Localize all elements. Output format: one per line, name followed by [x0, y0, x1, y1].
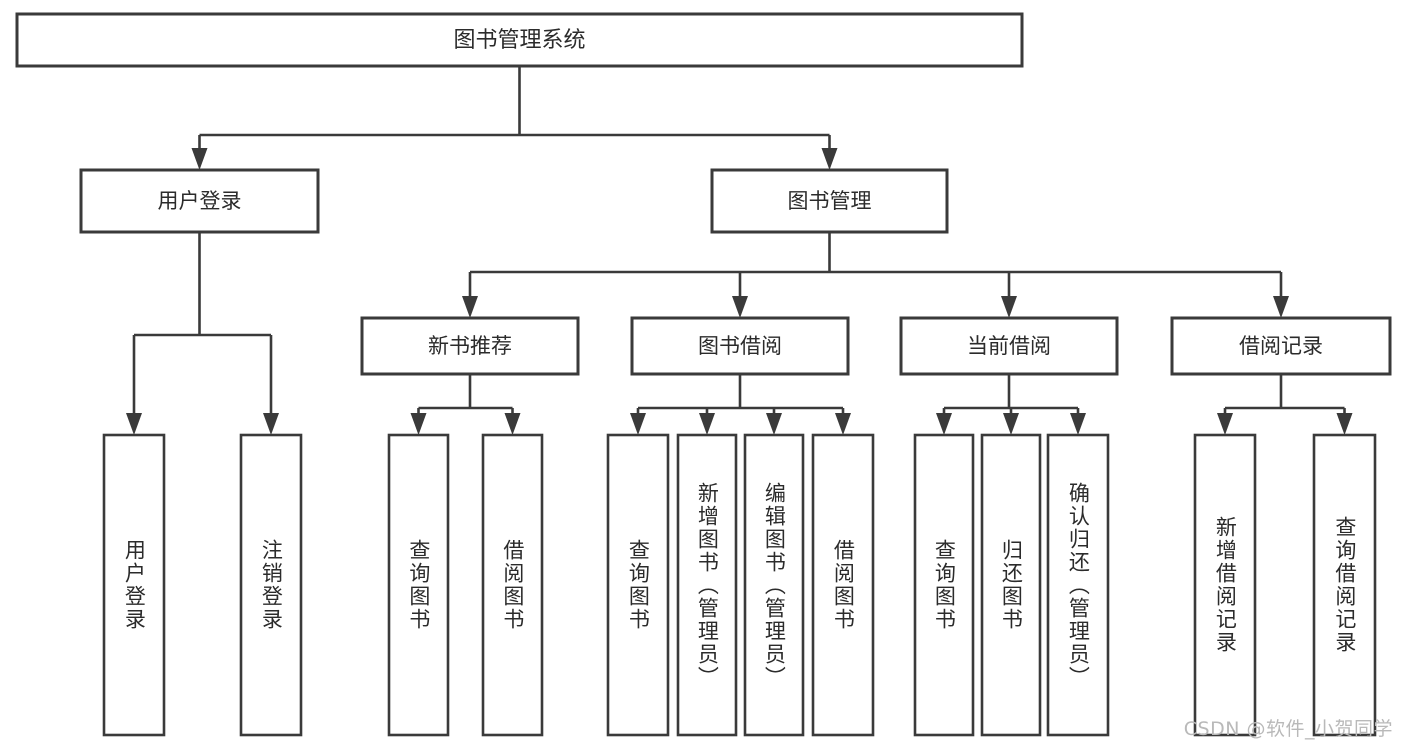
node-leaf-box[interactable] [387, 433, 450, 737]
node-level3-label: 借阅记录 [1239, 334, 1323, 358]
arrow-head-icon [1217, 413, 1233, 435]
node-leaf-box[interactable] [1312, 433, 1377, 737]
arrow-head-icon [936, 413, 952, 435]
node-box-layer [15, 12, 1392, 737]
arrow-head-icon [766, 413, 782, 435]
arrow-head-icon [263, 413, 279, 435]
arrow-head-icon [1001, 296, 1017, 318]
node-level2-box[interactable] [710, 168, 949, 234]
node-level3-box[interactable] [360, 316, 580, 376]
node-leaf-box[interactable] [1046, 433, 1110, 737]
connector-layer [126, 66, 1353, 435]
arrow-head-icon [1336, 413, 1353, 435]
arrow-head-icon [462, 296, 478, 318]
node-leaf-box[interactable] [980, 433, 1042, 737]
node-leaf-box[interactable] [102, 433, 166, 737]
arrow-head-icon [1003, 413, 1019, 435]
arrow-head-icon [191, 148, 208, 170]
arrow-head-icon [699, 413, 715, 435]
node-level3-box[interactable] [630, 316, 850, 376]
node-level3-box[interactable] [1170, 316, 1392, 376]
node-level2-box[interactable] [79, 168, 320, 234]
arrow-head-icon [1273, 296, 1289, 318]
node-leaf-box[interactable] [239, 433, 303, 737]
node-level3-label: 当前借阅 [967, 334, 1051, 358]
node-level2-label: 图书管理 [788, 189, 872, 213]
node-level2-label: 用户登录 [158, 189, 242, 213]
arrow-head-icon [732, 296, 748, 318]
arrow-head-icon [1070, 413, 1086, 435]
node-leaf-box[interactable] [606, 433, 670, 737]
arrow-head-icon [410, 413, 427, 435]
arrow-head-icon [835, 413, 851, 435]
node-leaf-box[interactable] [481, 433, 544, 737]
node-leaf-box[interactable] [811, 433, 875, 737]
node-level3-label: 图书借阅 [698, 334, 782, 358]
node-leaf-box[interactable] [913, 433, 975, 737]
arrow-head-icon [504, 413, 521, 435]
arrow-head-icon [821, 148, 838, 170]
node-level3-box[interactable] [899, 316, 1119, 376]
csdn-watermark: CSDN @软件_小贺同学 [1183, 718, 1393, 740]
node-leaf-box[interactable] [676, 433, 738, 737]
arrow-head-icon [126, 413, 142, 435]
arrow-head-icon [630, 413, 646, 435]
node-leaf-box[interactable] [743, 433, 805, 737]
node-leaf-box[interactable] [1193, 433, 1257, 737]
node-level3-label: 新书推荐 [428, 334, 512, 358]
node-root-label: 图书管理系统 [453, 28, 585, 53]
node-root-box[interactable] [15, 12, 1024, 68]
